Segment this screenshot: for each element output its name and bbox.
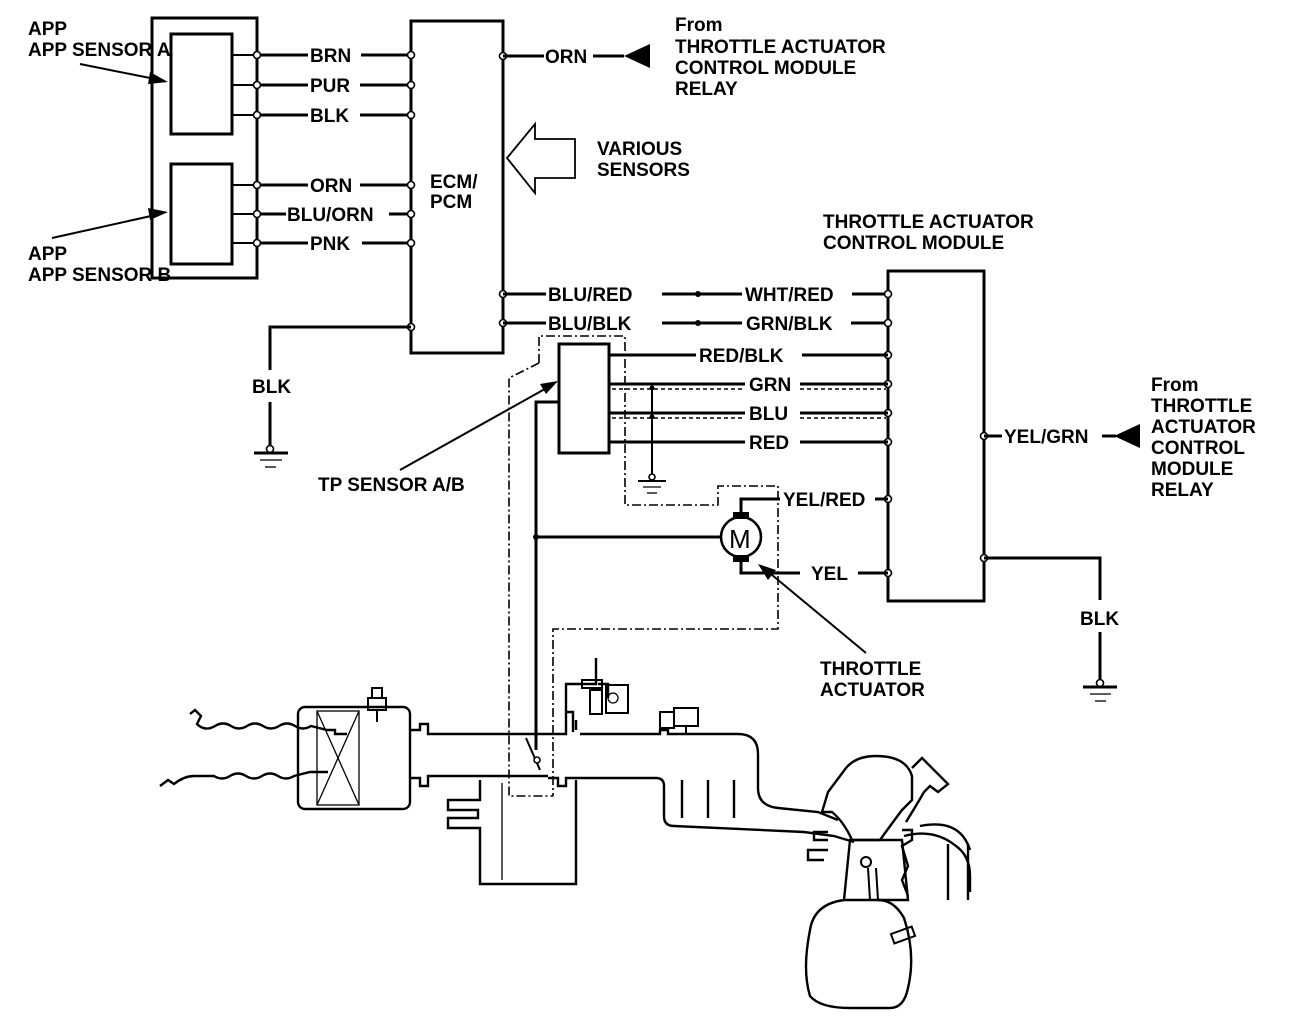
- throttle-actuator-motor[interactable]: M: [719, 512, 763, 562]
- tacm-title-line1: THROTTLE ACTUATOR: [823, 212, 1034, 233]
- arrowhead-icon: [148, 208, 168, 220]
- tp-sensor-body[interactable]: [557, 342, 611, 455]
- various-sensors-line1: VARIOUS: [597, 139, 682, 160]
- relay-label-line1: THROTTLE: [1151, 396, 1252, 417]
- relay-from-label: From: [675, 15, 723, 36]
- relay-label-line4: MODULE: [1151, 459, 1233, 480]
- relay-label-line2: CONTROL MODULE: [675, 58, 856, 79]
- tacm-relay-feed: YEL/GRN: [984, 424, 1140, 448]
- wire-label-grn-blk: GRN/BLK: [746, 314, 833, 335]
- ecm-pcm-module[interactable]: ECM/ PCM: [409, 19, 505, 355]
- tp-sensor-label: TP SENSOR A/B: [318, 475, 465, 496]
- ecm-relay-feed: ORN: [503, 44, 650, 68]
- input-arrow-icon: [505, 121, 576, 196]
- wire-label-yel: YEL: [811, 564, 848, 585]
- relay-label-line5: RELAY: [1151, 480, 1214, 501]
- relay-label-line3: RELAY: [675, 79, 738, 100]
- app-sensor-a-label: APP SENSOR A: [28, 40, 171, 61]
- wire-label-blu-orn: BLU/ORN: [287, 205, 374, 226]
- app-sensor-b-body[interactable]: [169, 162, 234, 266]
- app-b-wires: ORN BLU/ORN PNK: [257, 176, 412, 255]
- tacm-ground-circuit: BLK: [984, 556, 1119, 702]
- arrowhead-icon: [540, 381, 558, 394]
- wire-label-blu-blk: BLU/BLK: [548, 314, 632, 335]
- relay-from-label: From: [1151, 375, 1199, 396]
- app-sensor-a-pointer: [79, 63, 161, 81]
- app-a-wires: BRN PUR BLK: [257, 46, 412, 127]
- wire-label-wht-red: WHT/RED: [745, 285, 834, 306]
- wire-label-red-blk: RED/BLK: [699, 346, 784, 367]
- wire-label-ecm-ground: BLK: [252, 377, 291, 398]
- various-sensors-line2: SENSORS: [597, 160, 690, 181]
- wire-label-yel-grn: YEL/GRN: [1004, 427, 1088, 448]
- motor-symbol: M: [729, 524, 751, 554]
- intake-system-illustration: [159, 658, 972, 1010]
- various-sensors-input: VARIOUS SENSORS: [505, 121, 690, 196]
- app-sensor-b-pointer: [51, 213, 161, 239]
- throttle-actuator-control-module[interactable]: [886, 269, 986, 603]
- app-terminals: [252, 50, 262, 248]
- wire-label-tacm-ground: BLK: [1080, 609, 1119, 630]
- wire-label-pnk: PNK: [310, 234, 350, 255]
- tp-sensor-wires: RED/BLK GRN BLU RED: [609, 346, 888, 494]
- app-sensor-b-label-line1: APP: [28, 244, 67, 265]
- arrowhead-icon: [148, 72, 168, 84]
- ecm-tacm-wires: BLU/RED WHT/RED BLU/BLK GRN/BLK: [503, 285, 888, 335]
- actuator-wires: YEL/RED YEL: [739, 490, 888, 585]
- app-sensor-b-label: APP SENSOR B: [28, 265, 171, 286]
- ecm-terminals: [406, 50, 508, 332]
- app-sensor-a-body[interactable]: [169, 32, 234, 136]
- wire-label-yel-red: YEL/RED: [783, 490, 865, 511]
- arrowhead-icon: [758, 564, 776, 580]
- wire-label-pur: PUR: [310, 76, 350, 97]
- app-sensor-assembly: [150, 16, 259, 280]
- relay-label-line1: THROTTLE ACTUATOR: [675, 37, 886, 58]
- wire-label-ecm-orn: ORN: [545, 47, 587, 68]
- ecm-label-line1: ECM/: [430, 172, 478, 193]
- connector-arrow-icon: [1114, 424, 1140, 448]
- wire-label-orn: ORN: [310, 176, 352, 197]
- relay-label-line2: ACTUATOR: [1151, 417, 1256, 438]
- wire-label-red: RED: [749, 433, 789, 454]
- throttle-actuator-label-line2: ACTUATOR: [820, 680, 925, 701]
- right-relay-source-label: From THROTTLE ACTUATOR CONTROL MODULE RE…: [1151, 375, 1256, 501]
- throttle-actuator-pointer: [765, 569, 867, 654]
- wire-label-brn: BRN: [310, 46, 351, 67]
- tacm-title-line2: CONTROL MODULE: [823, 233, 1004, 254]
- relay-label-line3: CONTROL: [1151, 438, 1245, 459]
- throttle-shaft: [534, 400, 559, 750]
- throttle-body-dashed-outline: [508, 335, 779, 797]
- wire-label-grn: GRN: [749, 375, 791, 396]
- throttle-actuator-label-line1: THROTTLE: [820, 659, 921, 680]
- wire-label-blu-red: BLU/RED: [548, 285, 632, 306]
- tp-sensor-pointer: [399, 384, 553, 471]
- wire-label-blu: BLU: [749, 404, 788, 425]
- wire-label-blk: BLK: [310, 106, 349, 127]
- ecm-label-line2: PCM: [430, 192, 472, 213]
- app-sensor-a-label-line1: APP: [28, 19, 67, 40]
- top-relay-source-label: From THROTTLE ACTUATOR CONTROL MODULE RE…: [675, 15, 886, 100]
- ecm-ground-circuit: BLK: [252, 325, 411, 468]
- connector-arrow-icon: [624, 44, 650, 68]
